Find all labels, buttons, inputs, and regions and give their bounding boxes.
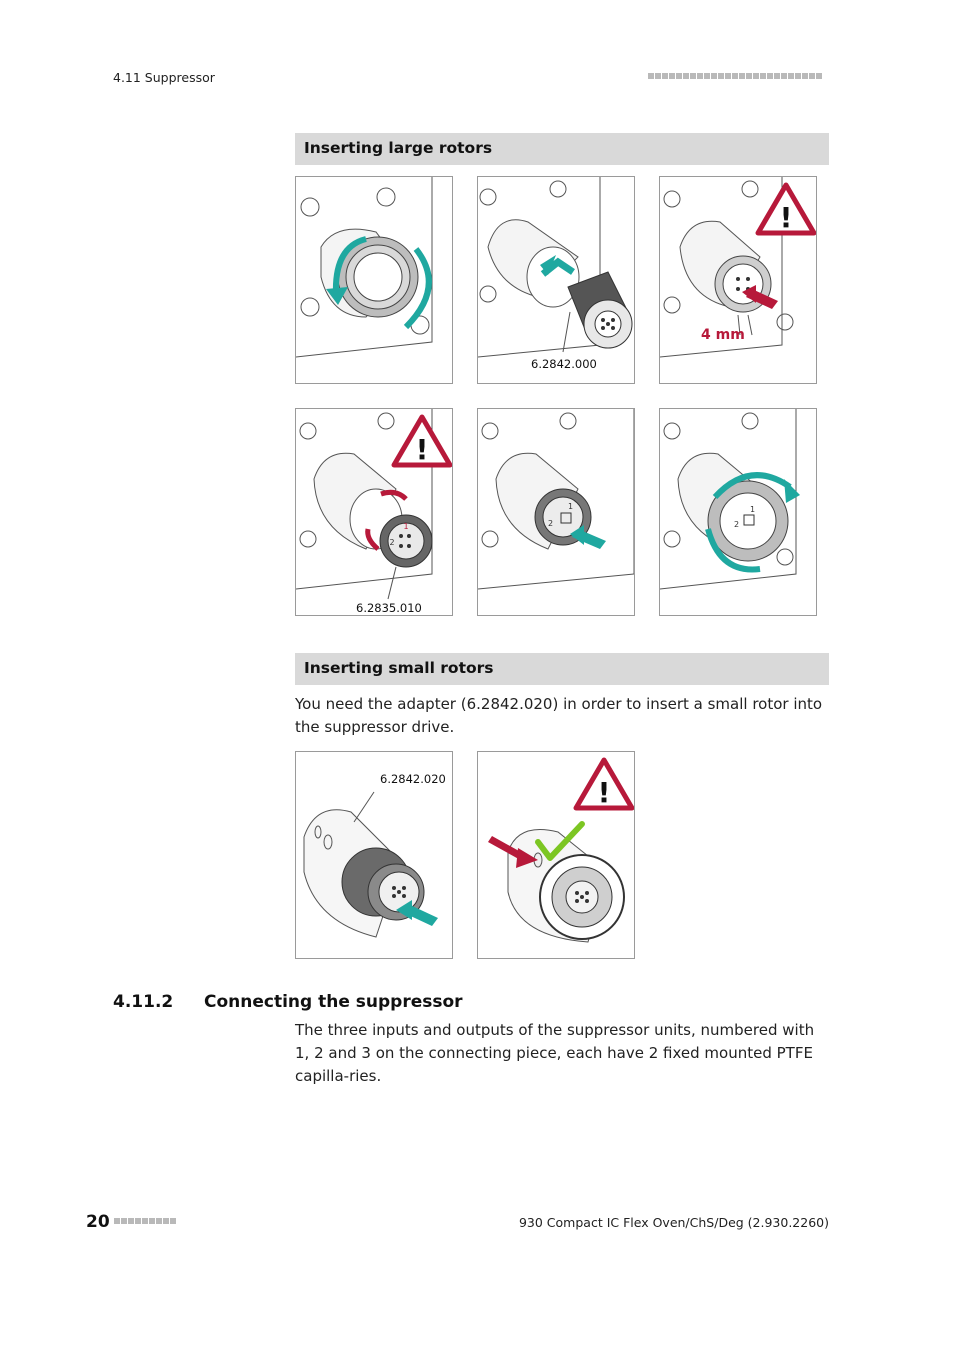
dimension-label: 4 mm [701, 327, 745, 343]
insert-rotor-illustration: 1 2 [478, 409, 634, 615]
tighten-nut-illustration: 1 2 [660, 409, 816, 615]
svg-text:2: 2 [389, 538, 394, 547]
part-number-label: 6.2842.020 [380, 772, 446, 786]
figure-remove-rotor: 6.2842.000 [477, 176, 635, 384]
heading-large-rotors: Inserting large rotors [295, 133, 829, 165]
section-number: 4.11.2 [113, 992, 173, 1012]
svg-text:!: ! [780, 201, 793, 234]
svg-text:1: 1 [568, 502, 573, 511]
remove-rotor-illustration [478, 177, 634, 383]
svg-text:!: ! [598, 776, 611, 809]
figure-adapter: 6.2842.020 [295, 751, 453, 959]
footer-decoration [114, 1218, 176, 1224]
insertion-depth-illustration: ! [660, 177, 816, 383]
svg-text:1: 1 [403, 522, 408, 531]
figure-rotor-alignment-warning: 1 2 ! 6.2835.010 [295, 408, 453, 616]
heading-small-rotors: Inserting small rotors [295, 653, 829, 685]
svg-text:2: 2 [734, 520, 739, 529]
svg-text:1: 1 [750, 505, 755, 514]
figure-insert-rotor: 1 2 [477, 408, 635, 616]
page-number: 20 [86, 1212, 110, 1232]
section-paragraph: The three inputs and outputs of the supp… [295, 1019, 830, 1088]
unscrew-illustration [296, 177, 452, 383]
figure-adapter-check: ! [477, 751, 635, 959]
part-number-label: 6.2835.010 [356, 601, 422, 615]
small-rotors-paragraph: You need the adapter (6.2842.020) in ord… [295, 693, 835, 739]
rotor-alignment-illustration: 1 2 ! [296, 409, 452, 615]
header-decoration [648, 73, 822, 79]
svg-text:2: 2 [548, 519, 553, 528]
figure-insertion-depth-warning: ! 4 mm [659, 176, 817, 384]
document-title: 930 Compact IC Flex Oven/ChS/Deg (2.930.… [519, 1215, 829, 1230]
adapter-check-illustration: ! [478, 752, 634, 958]
figure-unscrew-nut [295, 176, 453, 384]
running-header: 4.11 Suppressor [113, 70, 215, 85]
svg-text:!: ! [416, 433, 429, 466]
section-title: Connecting the suppressor [204, 992, 463, 1012]
figure-tighten-nut: 1 2 [659, 408, 817, 616]
part-number-label: 6.2842.000 [531, 357, 597, 371]
